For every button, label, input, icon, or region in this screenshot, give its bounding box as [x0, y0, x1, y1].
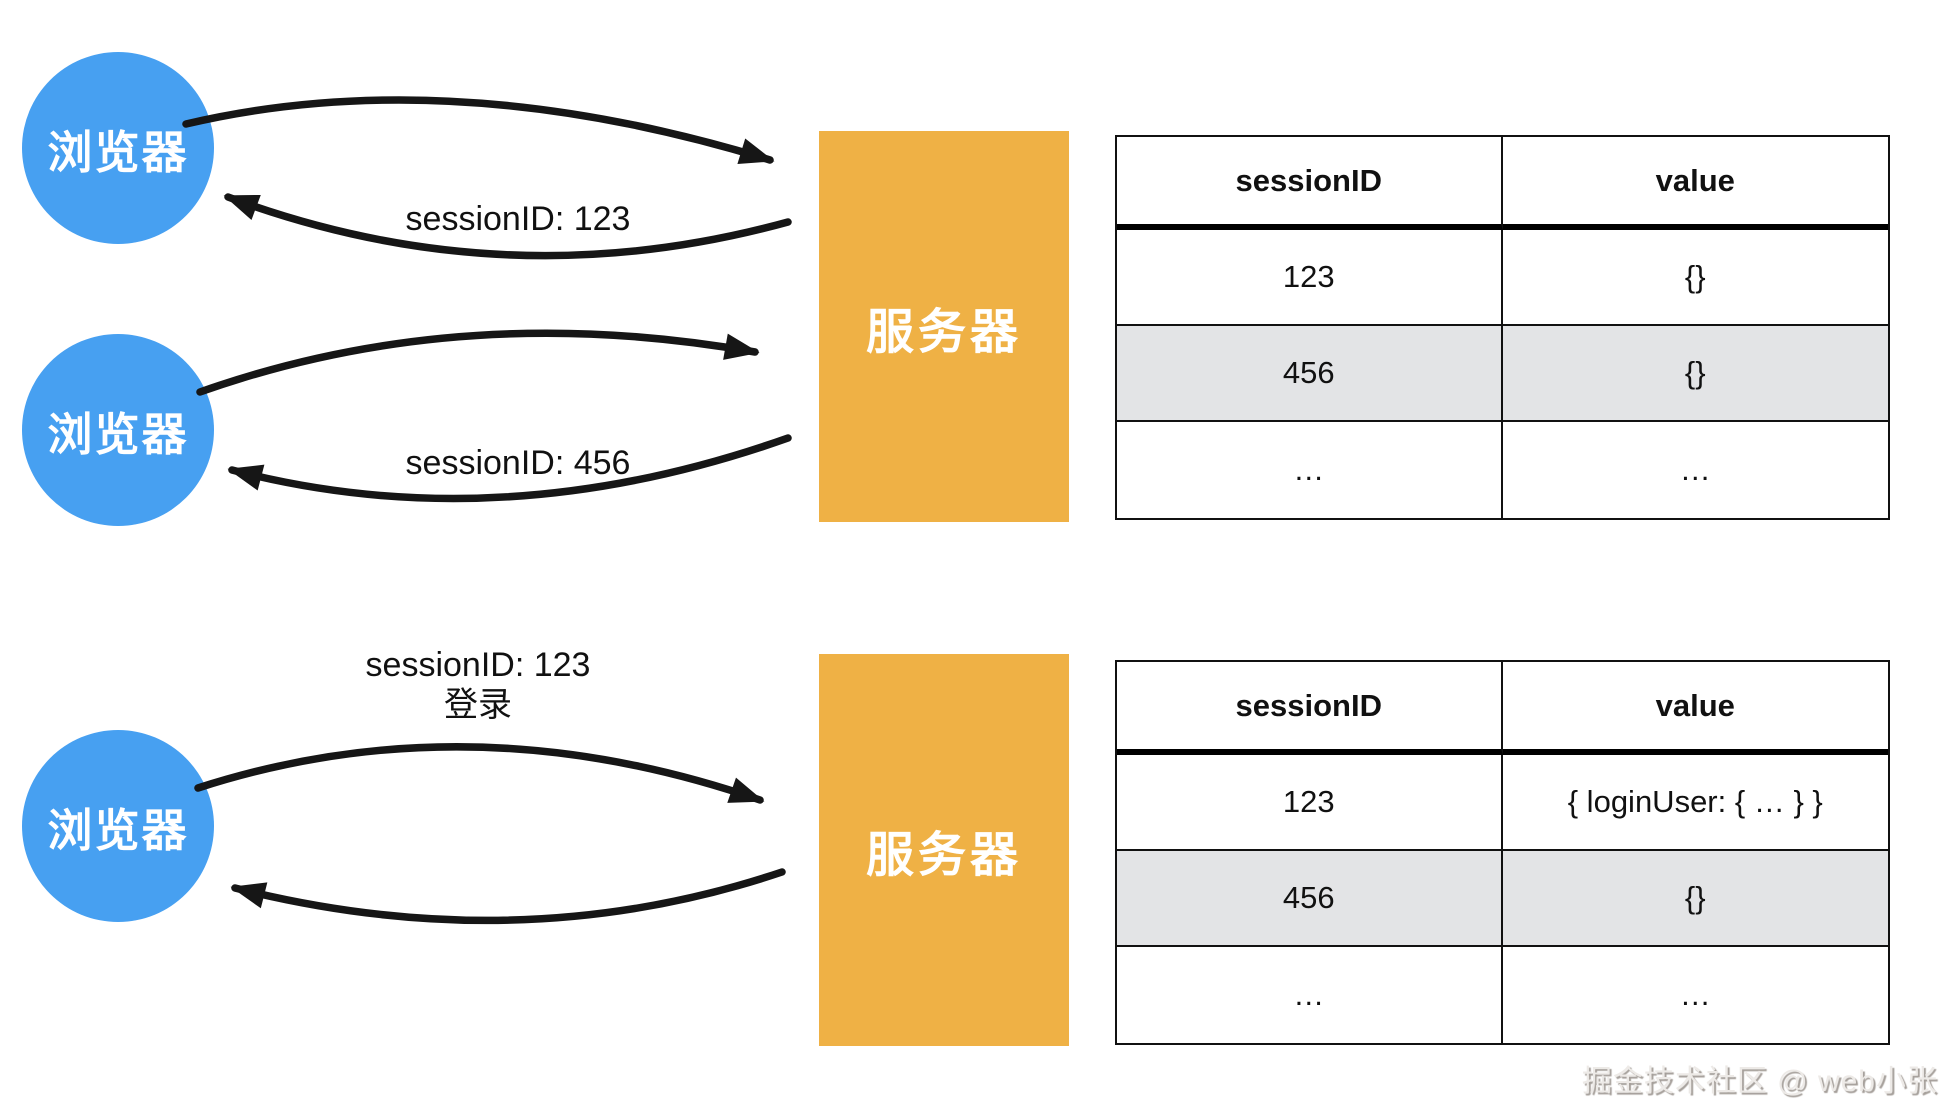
browser-node-label: 浏览器 — [47, 126, 189, 178]
table-cell: { loginUser: { … } } — [1502, 755, 1888, 851]
table-header-sessionid: sessionID — [1117, 137, 1503, 230]
session-id-label-2: sessionID: 456 — [405, 444, 631, 482]
table-header-sessionid: sessionID — [1117, 662, 1503, 755]
table-header-value: value — [1502, 662, 1888, 755]
server-node-label: 服务器 — [865, 829, 1022, 882]
response-arrow-3 — [230, 868, 786, 925]
session-id-login-label: sessionID: 123 登录 — [288, 645, 668, 725]
request-arrow-3 — [194, 743, 765, 804]
server-node-label: 服务器 — [865, 305, 1022, 359]
browser-node-1: 浏览器 — [22, 52, 214, 244]
table-header-value: value — [1502, 137, 1888, 230]
request-arrow-1 — [182, 96, 775, 164]
browser-node-label: 浏览器 — [47, 408, 189, 460]
session-id-login-label-line2: 登录 — [444, 686, 512, 724]
table-cell: {} — [1502, 230, 1888, 326]
browser-node-3: 浏览器 — [22, 730, 214, 922]
table-cell: 456 — [1117, 326, 1503, 422]
session-table-before-login: sessionID value 123 {} 456 {} … … — [1115, 135, 1890, 520]
table-cell: 123 — [1117, 755, 1503, 851]
browser-node-label: 浏览器 — [47, 804, 189, 856]
table-cell: 123 — [1117, 230, 1503, 326]
browser-node-2: 浏览器 — [22, 334, 214, 526]
server-node-2: 服务器 — [819, 654, 1069, 1046]
session-table-after-login: sessionID value 123 { loginUser: { … } }… — [1115, 660, 1890, 1045]
table-cell: {} — [1502, 851, 1888, 947]
session-id-login-label-line1: sessionID: 123 — [365, 646, 591, 684]
table-cell: … — [1117, 947, 1503, 1043]
watermark: 掘金技术社区 @ web小张 — [1581, 1065, 1938, 1098]
table-cell: {} — [1502, 326, 1888, 422]
session-id-label-1: sessionID: 123 — [405, 200, 631, 238]
table-cell: … — [1502, 947, 1888, 1043]
server-node-1: 服务器 — [819, 131, 1069, 522]
table-cell: … — [1502, 422, 1888, 518]
table-cell: … — [1117, 422, 1503, 518]
table-cell: 456 — [1117, 851, 1503, 947]
request-arrow-2 — [196, 329, 760, 396]
